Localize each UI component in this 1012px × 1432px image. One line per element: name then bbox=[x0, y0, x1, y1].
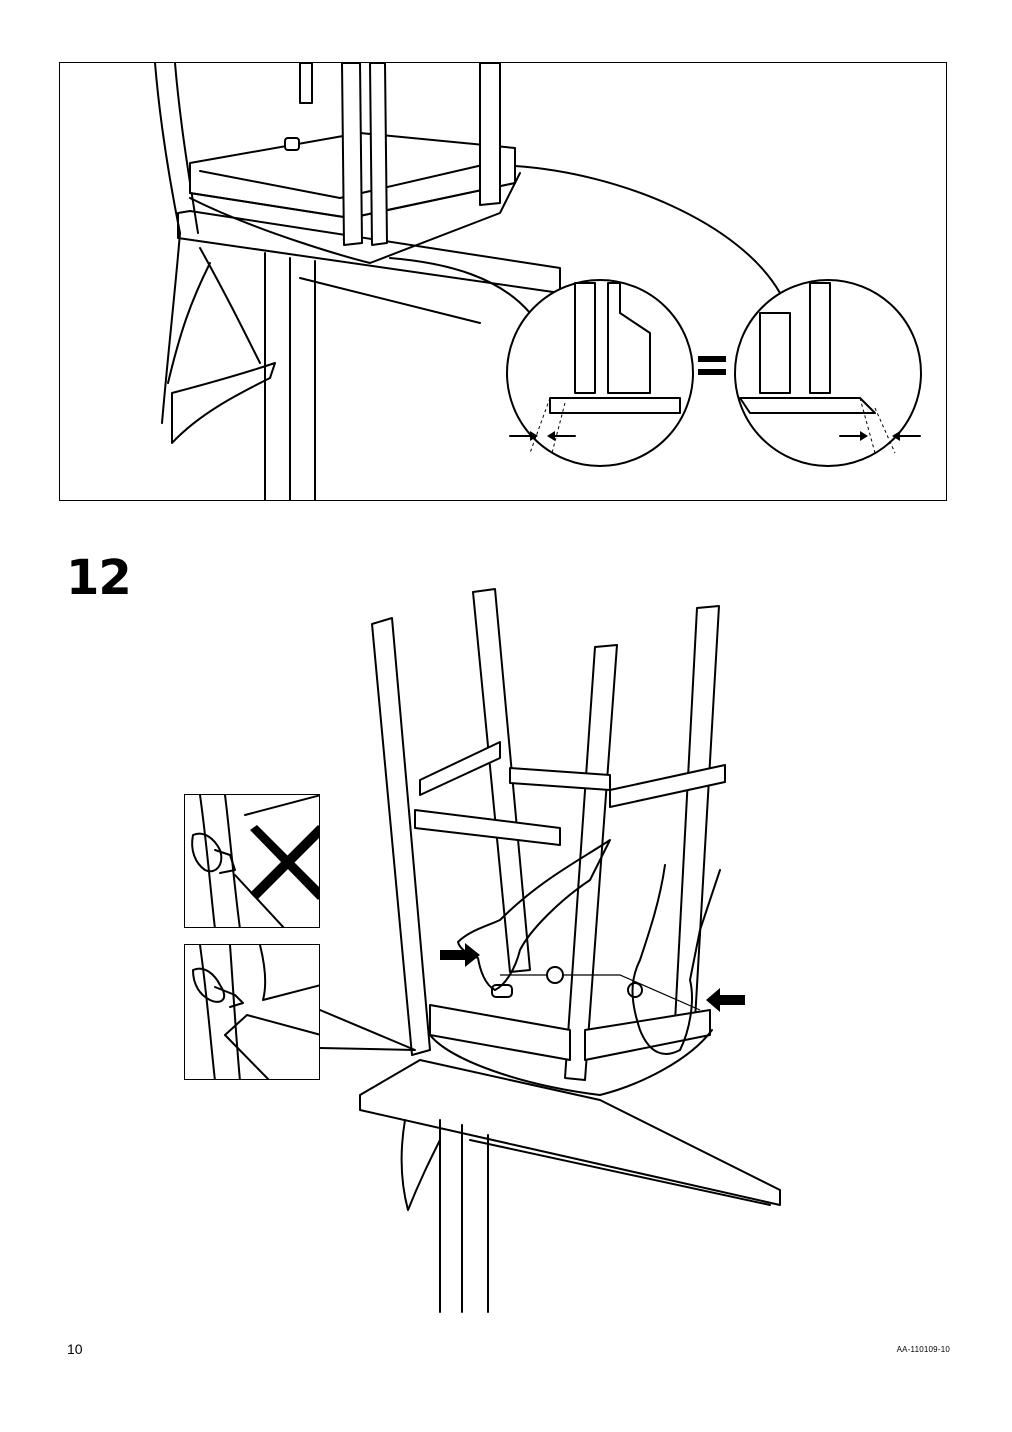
detail-circle-flush-left bbox=[506, 279, 694, 467]
table-leg bbox=[264, 252, 316, 500]
seat-apron-right bbox=[584, 1009, 711, 1061]
inset-wrong-grip bbox=[184, 794, 320, 928]
document-code: AA-110109-10 bbox=[896, 1345, 950, 1354]
chair-leg-back-right bbox=[674, 605, 720, 1023]
seat-edge bbox=[429, 1029, 713, 1096]
push-arrow-right-icon bbox=[440, 943, 480, 967]
table-top bbox=[177, 210, 561, 294]
arrow-left-icon bbox=[547, 431, 555, 441]
stretcher-front bbox=[414, 809, 561, 846]
seat-apron-front bbox=[429, 1004, 571, 1061]
seat-hole bbox=[546, 966, 564, 984]
chair-back-lower bbox=[400, 1119, 441, 1211]
chair-leg-front-right bbox=[564, 644, 618, 1081]
table-top bbox=[359, 1059, 781, 1206]
inset-pointer bbox=[319, 1009, 416, 1051]
chair-on-table-illustration bbox=[154, 63, 922, 500]
inset-correct-grip bbox=[184, 944, 320, 1080]
stretcher-right bbox=[609, 764, 726, 808]
step-number: 12 bbox=[66, 550, 132, 606]
hand-icon bbox=[191, 832, 223, 873]
page-number: 10 bbox=[67, 1341, 83, 1357]
cross-mark-icon bbox=[250, 825, 319, 900]
chair-leg-back-left bbox=[472, 588, 531, 973]
stretcher-left bbox=[419, 741, 501, 796]
hand-left bbox=[457, 839, 611, 991]
detail-circle-flush-right bbox=[734, 279, 922, 467]
main-step-illustration bbox=[0, 560, 1012, 1320]
equals-sign-icon bbox=[698, 356, 726, 375]
corner-bracket bbox=[284, 137, 300, 151]
hand-icon bbox=[192, 967, 226, 1003]
push-arrow-left-icon bbox=[706, 988, 745, 1012]
hand-right bbox=[631, 864, 721, 1055]
previous-step-panel bbox=[59, 62, 947, 501]
arrow-right-icon bbox=[530, 431, 538, 441]
table-leg bbox=[439, 1119, 489, 1313]
chair-leg bbox=[341, 63, 363, 246]
chair-leg-front-left bbox=[371, 617, 431, 1056]
callout-line bbox=[514, 165, 781, 294]
chair-back-left bbox=[154, 63, 181, 424]
correct-grip-icon bbox=[214, 986, 244, 1008]
